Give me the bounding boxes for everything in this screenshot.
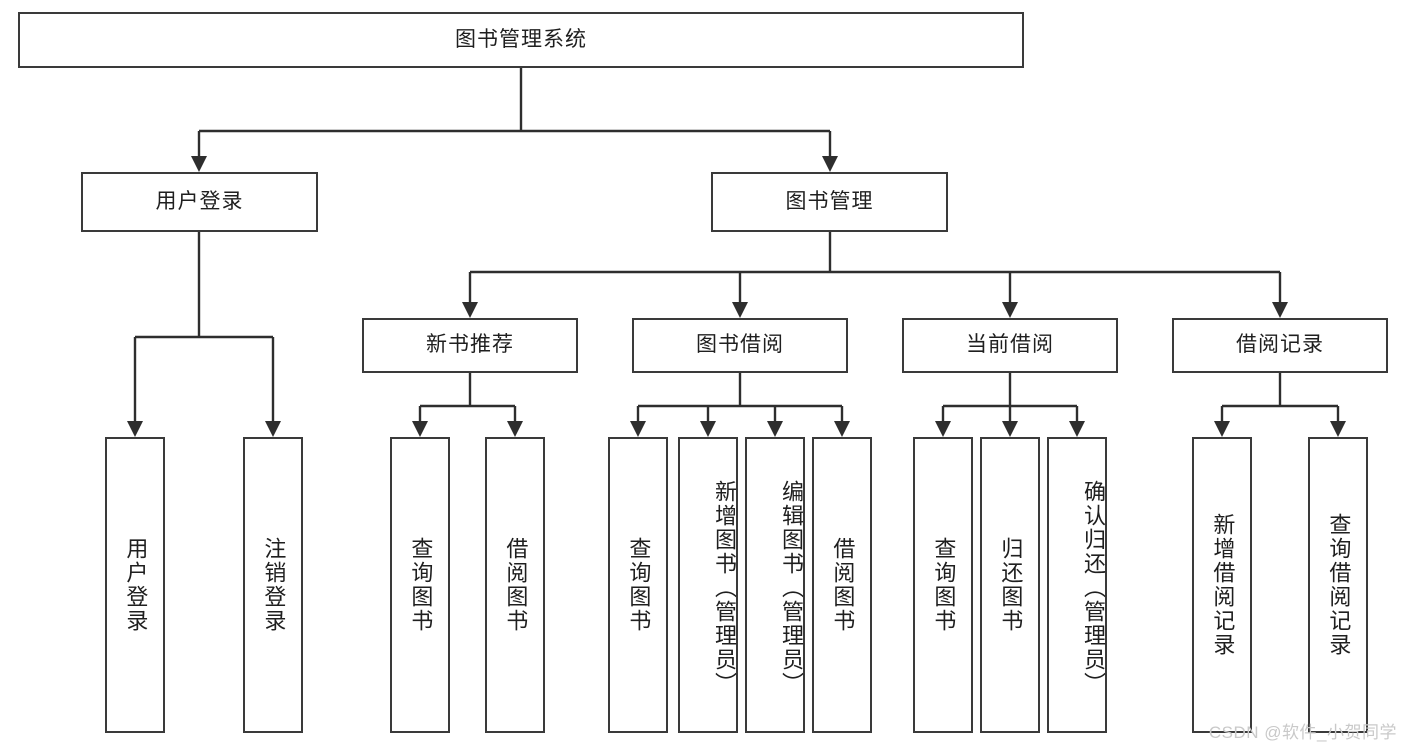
node-book-manage[interactable]: 图书管理 — [711, 172, 948, 232]
leaf-query-borrow-record[interactable]: 查询借阅记录 — [1308, 437, 1368, 733]
leaf-user-login[interactable]: 用户登录 — [105, 437, 165, 733]
leaf-query-book-recommend[interactable]: 查询图书 — [390, 437, 450, 733]
node-root-system[interactable]: 图书管理系统 — [18, 12, 1024, 68]
node-book-borrow[interactable]: 图书借阅 — [632, 318, 848, 373]
leaf-query-book-current[interactable]: 查询图书 — [913, 437, 973, 733]
leaf-add-borrow-record[interactable]: 新增借阅记录 — [1192, 437, 1252, 733]
node-new-book-recommend[interactable]: 新书推荐 — [362, 318, 578, 373]
csdn-watermark: CSDN @软件_小贺同学 — [1208, 723, 1397, 742]
leaf-edit-book[interactable]: 编辑图书（管理员） — [745, 437, 805, 733]
leaf-query-book-borrow[interactable]: 查询图书 — [608, 437, 668, 733]
node-borrow-record[interactable]: 借阅记录 — [1172, 318, 1388, 373]
leaf-user-logout[interactable]: 注销登录 — [243, 437, 303, 733]
node-user-login[interactable]: 用户登录 — [81, 172, 318, 232]
leaf-add-book[interactable]: 新增图书（管理员） — [678, 437, 738, 733]
node-current-borrow[interactable]: 当前借阅 — [902, 318, 1118, 373]
leaf-return-book[interactable]: 归还图书 — [980, 437, 1040, 733]
leaf-borrow-book[interactable]: 借阅图书 — [812, 437, 872, 733]
leaf-confirm-return[interactable]: 确认归还（管理员） — [1047, 437, 1107, 733]
leaf-borrow-book-recommend[interactable]: 借阅图书 — [485, 437, 545, 733]
